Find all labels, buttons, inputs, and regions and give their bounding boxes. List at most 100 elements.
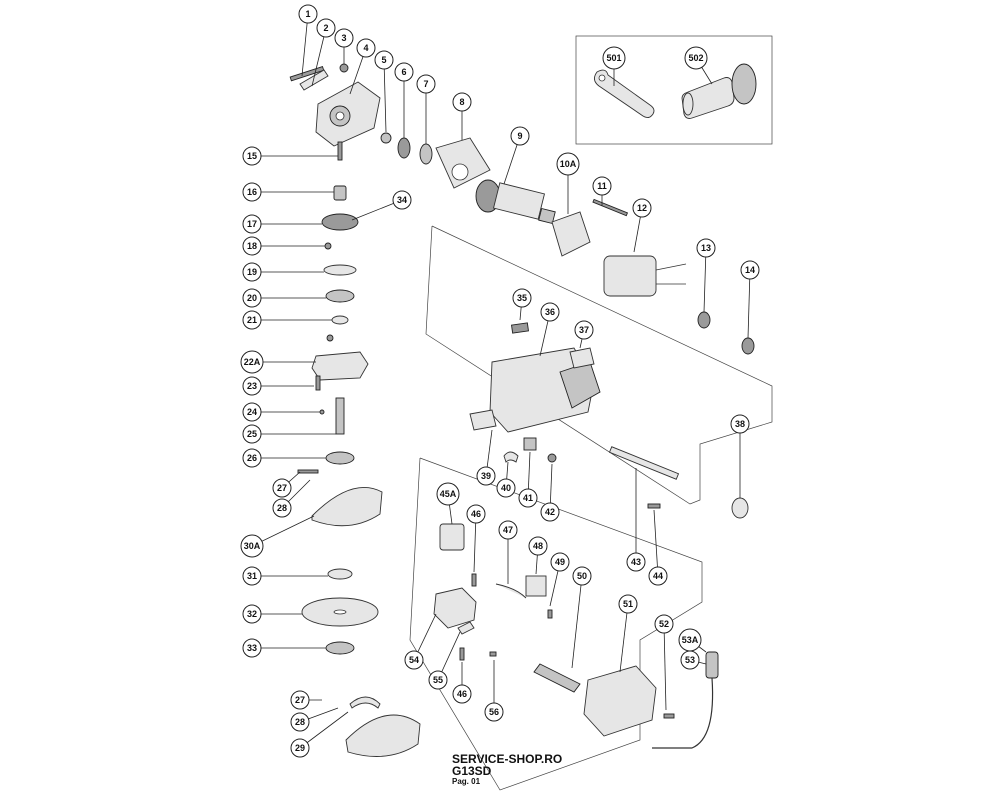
callout-41: 41 [518,451,538,508]
callout-circle [242,376,262,396]
callout-15: 15 [242,146,338,166]
callout-27b: 27 [290,690,322,710]
brush-holder-40-part [503,451,519,463]
callout-circle [242,566,262,586]
callout-circle [528,536,548,556]
callout-circle [316,18,336,38]
callout-number: 54 [409,655,419,665]
callout-circle [290,712,310,732]
callout-circle [242,288,262,308]
footer-page: Pag. 01 [452,777,481,786]
callout-leader-line [571,575,583,669]
screw-52-part [663,713,675,719]
callout-number: 32 [247,609,257,619]
callout-circle [540,302,560,322]
callout-circle [242,310,262,330]
ball-bearing-7-part [419,143,433,165]
callout-number: 52 [659,619,669,629]
callout-circle [298,4,318,24]
callout-circle [240,350,264,374]
callout-circle [540,502,560,522]
callout-40: 40 [496,461,516,498]
callout-39: 39 [476,429,496,486]
callout-leader-line [383,59,387,133]
callout-circle [696,238,716,258]
callout-13: 13 [696,238,716,313]
callout-number: 39 [481,471,491,481]
callout-number: 51 [623,599,633,609]
callout-circle [242,262,262,282]
callout-18: 18 [242,236,325,256]
callout-number: 40 [501,483,511,493]
callout-circle [496,478,516,498]
callout-7: 7 [416,74,436,144]
callout-number: 45A [440,489,457,499]
switch-box-54-part [433,587,477,629]
callout-number: 24 [247,407,257,417]
lock-pin-part [299,69,329,91]
callout-29: 29 [290,711,349,758]
callout-number: 14 [745,265,755,275]
tail-cover-51-part [583,665,657,737]
callout-number: 18 [247,241,257,251]
footer-shop: SERVICE-SHOP.RO [452,752,562,766]
callout-number: 31 [247,571,257,581]
callout-number: 53A [682,635,699,645]
callout-number: 23 [247,381,257,391]
callout-21: 21 [242,310,332,330]
callout-43: 43 [626,468,646,572]
callout-circle [452,92,472,112]
armature-part [475,179,556,225]
callout-55: 55 [428,631,461,690]
callout-circle [394,62,414,82]
callout-number: 22A [244,357,261,367]
callout-number: 46 [457,689,467,699]
screw-15-part [337,141,343,161]
washer-21-part [331,315,349,325]
callout-22A: 22A [240,350,316,374]
callout-number: 9 [517,131,522,141]
callout-circle [242,448,262,468]
fan-guide-part [551,211,591,257]
callout-number: 17 [247,219,257,229]
callout-5: 5 [374,50,394,133]
callout-20: 20 [242,288,326,308]
callout-circle [654,614,674,634]
ball-bearing-20-part [325,289,355,303]
callout-number: 25 [247,429,257,439]
callout-23: 23 [242,376,314,396]
callout-leader-line [301,13,309,77]
screw-23-part [315,375,321,391]
callout-42: 42 [540,463,560,522]
spiral-bevel-gear-part [321,213,359,231]
callout-number: 502 [688,53,703,63]
ball-bearing-13-part [697,311,711,329]
callout-33: 33 [242,638,326,658]
callout-number: 30A [244,541,261,551]
wheel-guard-29-part [345,714,421,757]
callout-circle [416,74,436,94]
callout-28a: 28 [272,479,311,518]
screw-46a-part [471,573,477,587]
callout-circle [510,126,530,146]
callout-49: 49 [549,552,570,607]
callout-circle [404,650,424,670]
spindle-part [335,397,345,435]
noise-suppressor-48-part [525,575,547,597]
callout-number: 20 [247,293,257,303]
callout-circle [618,594,638,614]
callout-number: 33 [247,643,257,653]
callout-leader-line [703,247,707,313]
callout-number: 28 [295,717,305,727]
callout-leader-line [311,27,327,87]
callout-leader-line [473,513,477,573]
callout-number: 19 [247,267,257,277]
callout-46a: 46 [466,504,486,573]
callout-circle [290,690,310,710]
callout-number: 501 [606,53,621,63]
callouts-layer: 12345678910A111213141516171819202122A232… [240,4,760,758]
callout-circle [334,28,354,48]
callout-50: 50 [571,566,592,669]
pinion-part [397,137,411,159]
callout-14: 14 [740,260,760,339]
